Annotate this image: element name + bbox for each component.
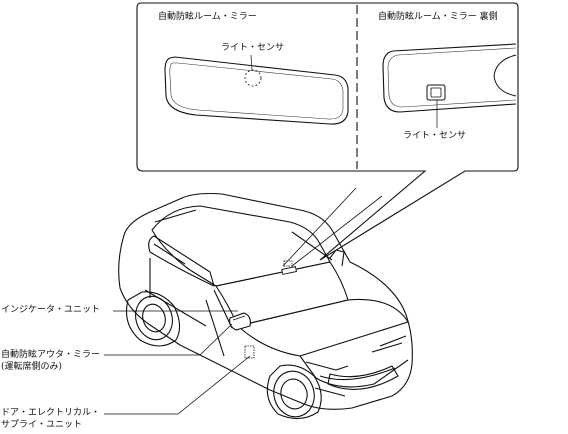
door-unit-marker (244, 345, 255, 359)
sensor-leader-front (250, 54, 253, 71)
callout-outer-mirror: 自動防眩アウタ・ミラー (1, 350, 101, 360)
room-mirror-front (164, 54, 349, 125)
component-markers (229, 260, 298, 359)
light-sensor-label-front: ライト・センサ (221, 43, 285, 53)
inset-left-title: 自動防眩ルーム・ミラー (158, 12, 257, 22)
callout-door-unit-cont: サプライ・ユニット (1, 420, 83, 430)
callout-indicator-unit: インジケータ・ユニット (1, 305, 101, 315)
leader-lines (104, 187, 383, 415)
callout-outer-mirror-note: (運転席側のみ) (1, 362, 63, 372)
outer-mirror-marker (229, 312, 251, 331)
light-sensor-back (426, 84, 446, 101)
callout-door-unit: ドア・エレクトリカル・ (1, 408, 101, 418)
light-sensor-front (244, 69, 262, 87)
wheels (125, 291, 322, 420)
inset-right-title: 自動防眩ルーム・ミラー 裏側 (378, 12, 498, 22)
room-mirror-marker (281, 266, 298, 275)
vehicle-illustration (118, 192, 413, 410)
light-sensor-label-back: ライト・センサ (403, 131, 467, 141)
room-mirror-back (382, 43, 517, 128)
